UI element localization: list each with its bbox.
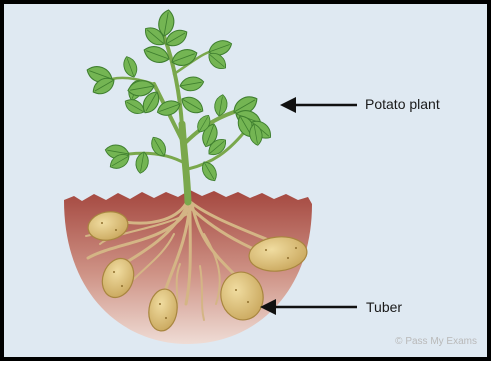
potato-plant-diagram <box>4 4 491 365</box>
tuber-label: Tuber <box>366 299 402 315</box>
credit-text: © Pass My Exams <box>395 336 477 347</box>
plant-arrow <box>280 97 357 113</box>
tuber-arrow <box>260 299 357 315</box>
potato-plant-label: Potato plant <box>365 96 440 112</box>
